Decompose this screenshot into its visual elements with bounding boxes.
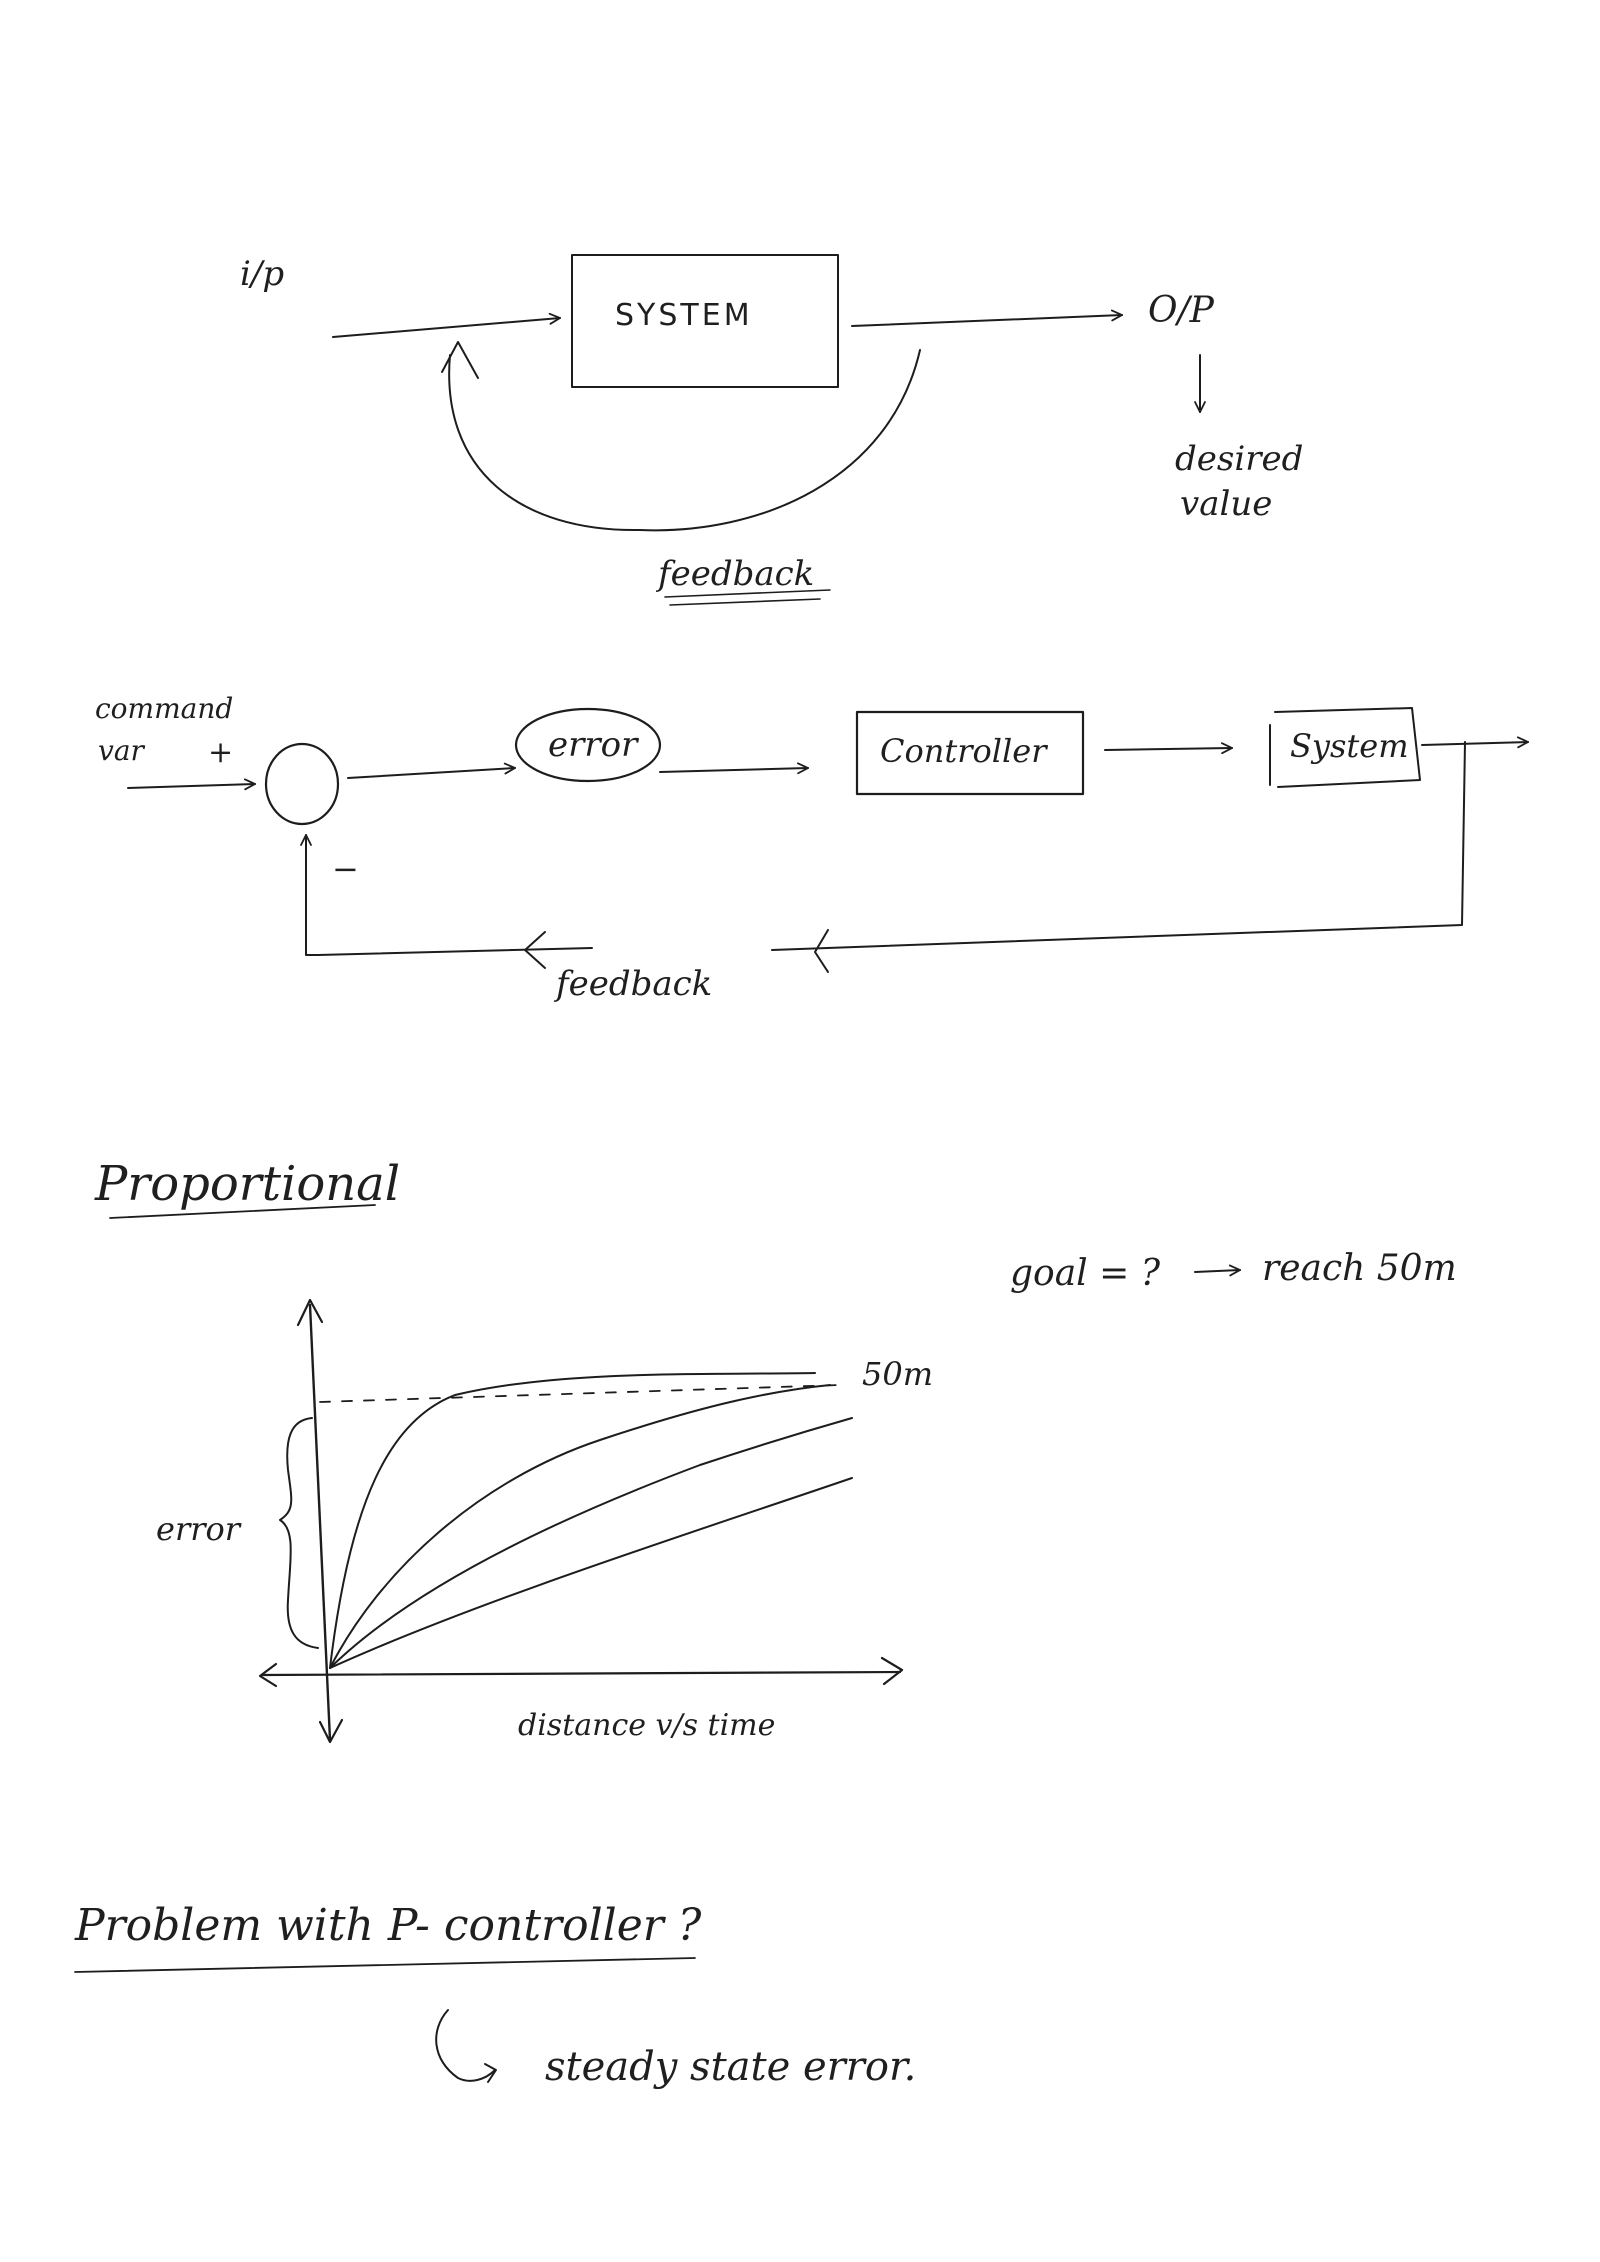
- feedback-up-arrow: [306, 834, 319, 956]
- response-curve-2: [329, 1384, 831, 1669]
- feedback-path-left: [317, 947, 593, 956]
- y-axis-arrowhead-bottom: [318, 1718, 344, 1744]
- problem-underline: [74, 1957, 696, 1973]
- system-label: SYSTEM: [615, 298, 753, 333]
- error-to-controller-arrow: [659, 768, 808, 772]
- x-axis-arrowhead-left: [258, 1662, 278, 1688]
- closed-loop-diagram: command var + error Controller System − …: [95, 692, 1528, 1004]
- system-box: [571, 254, 839, 388]
- desired-value-line2: value: [1180, 484, 1272, 524]
- feedback-label: feedback: [655, 554, 814, 594]
- proportional-section: Proportional: [94, 1156, 400, 1219]
- proportional-underline: [109, 1204, 376, 1219]
- system-label: System: [1290, 727, 1409, 765]
- junction-to-error-arrow: [347, 768, 515, 779]
- problem-heading: Problem with P- controller ?: [74, 1900, 702, 1951]
- response-curve-1: [329, 1372, 816, 1669]
- error-oval: [514, 707, 662, 783]
- problem-section: Problem with P- controller ? steady stat…: [74, 1900, 916, 2090]
- goal-text: goal = ?: [1010, 1253, 1161, 1294]
- goal-note: goal = ? reach 50m: [1010, 1248, 1457, 1294]
- system-box: [1269, 707, 1421, 788]
- x-axis-arrowhead-right: [880, 1656, 904, 1686]
- feedback-arrowhead-right: [814, 929, 829, 973]
- input-label: i/p: [240, 254, 284, 294]
- output-arrow: [1421, 742, 1528, 745]
- x-axis: [260, 1670, 902, 1677]
- feedback-underline: [664, 589, 831, 606]
- goal-arrow: [1194, 1270, 1240, 1272]
- y-axis-label: error: [156, 1510, 242, 1548]
- problem-answer: steady state error.: [545, 2044, 916, 2090]
- controller-to-system-arrow: [1104, 748, 1232, 750]
- output-arrow: [851, 315, 1122, 327]
- output-label: O/P: [1148, 290, 1215, 331]
- feedback-path: [771, 741, 1466, 951]
- controller-label: Controller: [880, 732, 1048, 770]
- summing-junction: [264, 742, 340, 826]
- goal-arrow-text: reach 50m: [1262, 1248, 1457, 1289]
- response-curve-4: [329, 1477, 853, 1669]
- desired-value-line1: desired: [1175, 439, 1303, 479]
- command-input-arrow: [127, 784, 255, 788]
- command-label-line1: command: [95, 692, 233, 725]
- target-dashed-line: [319, 1384, 841, 1403]
- x-axis-label: distance v/s time: [518, 1708, 775, 1743]
- feedback-arrowhead: [441, 341, 479, 379]
- minus-sign: −: [332, 850, 359, 888]
- response-curve-3: [329, 1417, 853, 1669]
- answer-hook-arrowhead: [484, 2063, 497, 2083]
- feedback-curve: [448, 349, 921, 532]
- distance-time-graph: 50m error distance v/s time: [156, 1298, 933, 1744]
- target-label: 50m: [862, 1355, 933, 1393]
- feedback-arrowhead-left: [524, 931, 546, 969]
- input-arrow: [332, 318, 560, 338]
- controller-box: [855, 710, 1085, 796]
- command-label-line2: var: [98, 734, 146, 767]
- y-axis: [308, 1303, 332, 1742]
- error-label: error: [548, 725, 639, 765]
- error-brace: [279, 1417, 319, 1649]
- y-axis-arrowhead-top: [296, 1298, 324, 1327]
- answer-hook-arrow: [435, 2009, 496, 2082]
- proportional-heading: Proportional: [94, 1156, 400, 1212]
- feedback-label: feedback: [553, 964, 712, 1004]
- system-feedback-diagram: i/p SYSTEM O/P desired value feedback: [240, 254, 1303, 606]
- plus-sign: +: [208, 735, 233, 770]
